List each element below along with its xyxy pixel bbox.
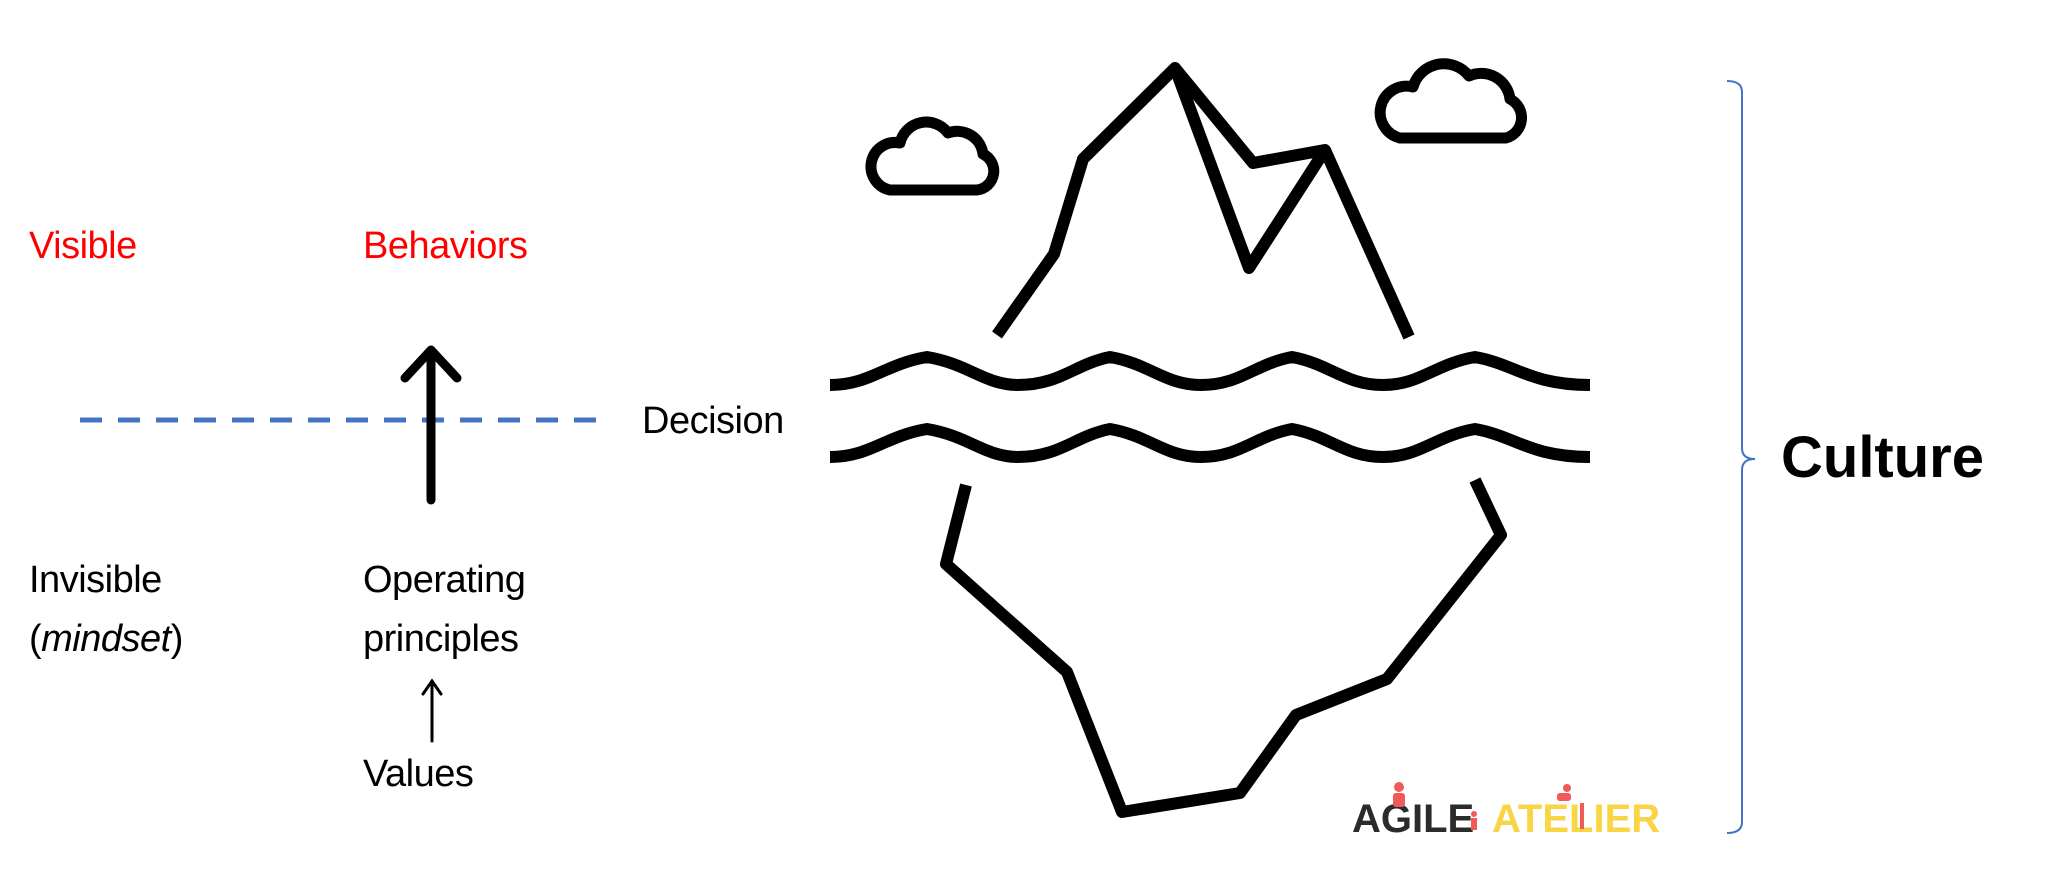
operating-label: Operating (363, 559, 526, 601)
mindset-text: mindset (41, 618, 171, 660)
culture-brace (1726, 80, 1756, 834)
mindset-open-paren: ( (29, 618, 42, 660)
invisible-label: Invisible (29, 559, 162, 601)
logo-word-atelier: ATELIER (1492, 797, 1660, 841)
agile-atelier-logo: AGILE ATELIER (1352, 782, 1660, 841)
principles-label: principles (363, 618, 519, 660)
cloud-icon-left (865, 116, 1000, 196)
iceberg-icon (829, 62, 1591, 818)
behaviors-label: Behaviors (363, 225, 528, 267)
visible-label: Visible (29, 225, 137, 267)
iceberg-underwater (940, 477, 1507, 818)
cloud-icon-right (1374, 58, 1527, 144)
logo-word-agile: AGILE (1352, 797, 1474, 841)
water-wave-bottom (829, 423, 1591, 463)
big-up-arrow-icon (400, 345, 462, 505)
mindset-label: (mindset) (29, 616, 183, 662)
culture-label: Culture (1781, 425, 1984, 490)
values-label: Values (363, 753, 474, 795)
iceberg-tip-inner (1169, 65, 1331, 274)
decision-label: Decision (642, 400, 784, 442)
small-up-arrow-icon (421, 678, 443, 743)
mindset-close-paren: ) (170, 618, 184, 660)
logo-figures-icon (1393, 782, 1584, 830)
iceberg-tip (992, 62, 1415, 340)
water-wave-top (829, 351, 1591, 391)
